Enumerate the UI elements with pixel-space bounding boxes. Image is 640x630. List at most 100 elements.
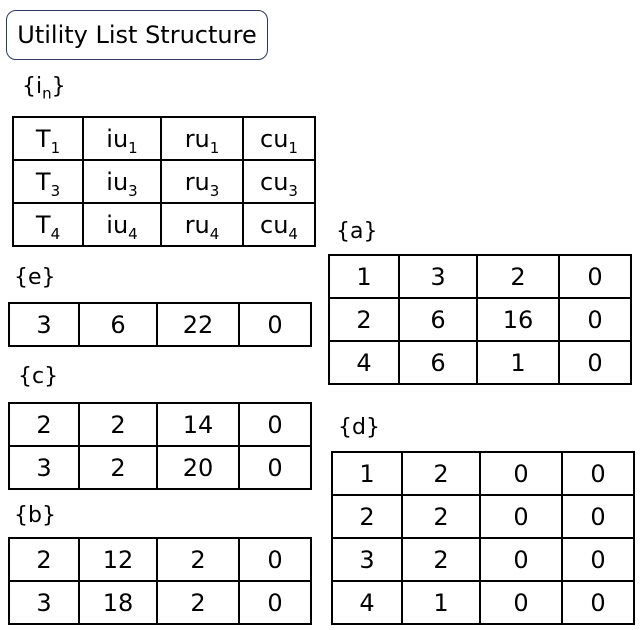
table-cell: T3	[12, 159, 84, 204]
cell-subscript: 3	[288, 181, 298, 200]
header-label-open: {i	[22, 74, 43, 99]
cell-subscript: 1	[50, 138, 61, 157]
cell-subscript: 3	[128, 181, 138, 200]
cell-subscript: 4	[50, 224, 61, 243]
title-box: Utility List Structure	[6, 10, 268, 60]
table-cell: cu1	[242, 116, 316, 161]
table-cell: 2	[78, 445, 158, 490]
table-cell: ru3	[160, 159, 244, 204]
table-cell: 20	[156, 445, 240, 490]
cell-subscript: 1	[288, 138, 298, 157]
table-cell: T1	[12, 116, 84, 161]
table-cell: T4	[12, 202, 84, 247]
table-cell: 1	[476, 340, 560, 385]
table-cell: 3	[331, 537, 403, 582]
table-cell: 0	[238, 402, 312, 447]
table-cell: 3	[8, 580, 80, 625]
cell-subscript: 4	[288, 224, 298, 243]
header-list-label: {in}	[22, 74, 66, 103]
table-cell: 14	[156, 402, 240, 447]
table-cell: 3	[8, 302, 80, 347]
table-cell: 0	[558, 254, 632, 299]
table-cell: 12	[78, 537, 158, 582]
table-cell: 2	[331, 494, 403, 539]
list-label-c: {c}	[18, 364, 59, 389]
table-cell: 18	[78, 580, 158, 625]
table-cell: 0	[479, 537, 563, 582]
table-cell: 1	[331, 451, 403, 496]
table-cell: cu3	[242, 159, 316, 204]
list-label-a: {a}	[336, 219, 378, 244]
table-cell: 6	[398, 297, 478, 342]
table-cell: 2	[8, 402, 80, 447]
table-cell: 2	[156, 537, 240, 582]
table-cell: 4	[331, 580, 403, 625]
header-label-sub: n	[42, 84, 52, 103]
list-label-e: {e}	[14, 265, 56, 290]
table-cell: 0	[561, 537, 635, 582]
cell-base: iu	[106, 167, 129, 196]
table-cell: 2	[328, 297, 400, 342]
cell-subscript: 3	[209, 181, 220, 200]
table-cell: 2	[156, 580, 240, 625]
table-cell: ru4	[160, 202, 244, 247]
table-cell: 6	[398, 340, 478, 385]
table-cell: 2	[8, 537, 80, 582]
table-cell: ru1	[160, 116, 244, 161]
table-cell: 22	[156, 302, 240, 347]
header-label-close: }	[51, 74, 66, 99]
table-cell: 3	[398, 254, 478, 299]
table-cell: 3	[8, 445, 80, 490]
cell-base: cu	[260, 167, 289, 196]
cell-base: cu	[260, 124, 289, 153]
list-label-d: {d}	[338, 415, 380, 440]
list-label-b: {b}	[14, 503, 56, 528]
table-cell: 0	[558, 297, 632, 342]
cell-subscript: 1	[209, 138, 220, 157]
cell-base: iu	[106, 210, 129, 239]
table-cell: iu4	[82, 202, 162, 247]
cell-subscript: 4	[128, 224, 138, 243]
cell-base: cu	[260, 210, 289, 239]
table-cell: iu1	[82, 116, 162, 161]
table-cell: 0	[479, 580, 563, 625]
cell-subscript: 3	[50, 181, 61, 200]
table-cell: 0	[238, 445, 312, 490]
cell-base: ru	[184, 124, 210, 153]
cell-base: T	[35, 210, 51, 239]
table-cell: iu3	[82, 159, 162, 204]
table-cell: 0	[479, 494, 563, 539]
table-cell: 2	[401, 494, 481, 539]
table-cell: 0	[238, 537, 312, 582]
table-cell: 0	[561, 494, 635, 539]
cell-subscript: 4	[209, 224, 220, 243]
table-cell: 2	[401, 537, 481, 582]
table-cell: 1	[328, 254, 400, 299]
cell-base: ru	[184, 210, 210, 239]
cell-base: iu	[106, 124, 129, 153]
cell-base: T	[35, 167, 51, 196]
table-cell: 2	[78, 402, 158, 447]
diagram-title: Utility List Structure	[17, 21, 257, 49]
cell-base: T	[35, 124, 51, 153]
table-cell: 0	[479, 451, 563, 496]
